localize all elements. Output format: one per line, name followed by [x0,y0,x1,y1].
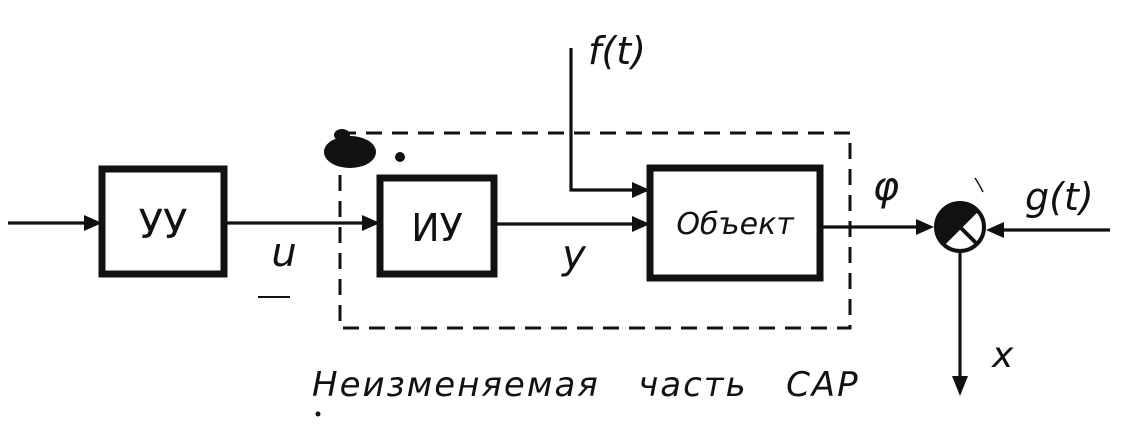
unchangeable-part-caption: Неизменяемая часть САР [312,365,860,405]
unchangeable-part-boundary [338,131,852,330]
error-output-line [952,251,968,396]
input-signal-line [8,215,102,231]
signal-y-label: y [561,232,587,278]
signal-u-line [224,215,380,231]
controller-block: УУ [98,165,228,278]
caption-dot [315,411,321,417]
signal-y-line [494,216,650,232]
setpoint-line [986,222,1110,238]
summing-junction [934,177,986,253]
error-output-label: x [991,335,1014,376]
actuator-block-label: ИУ [411,206,463,250]
plant-block: Объект [646,164,824,282]
signal-u-label: u [271,230,296,276]
ink-blot [324,129,405,168]
setpoint-label: g(t) [1025,175,1094,219]
actuator-block: ИУ [376,174,498,278]
plant-block-label: Объект [676,207,795,242]
signal-phi-line [820,219,934,235]
signal-phi-label: φ [873,164,899,210]
disturbance-line [569,48,650,198]
disturbance-label: f(t) [588,29,646,73]
controller-block-label: УУ [139,202,188,248]
